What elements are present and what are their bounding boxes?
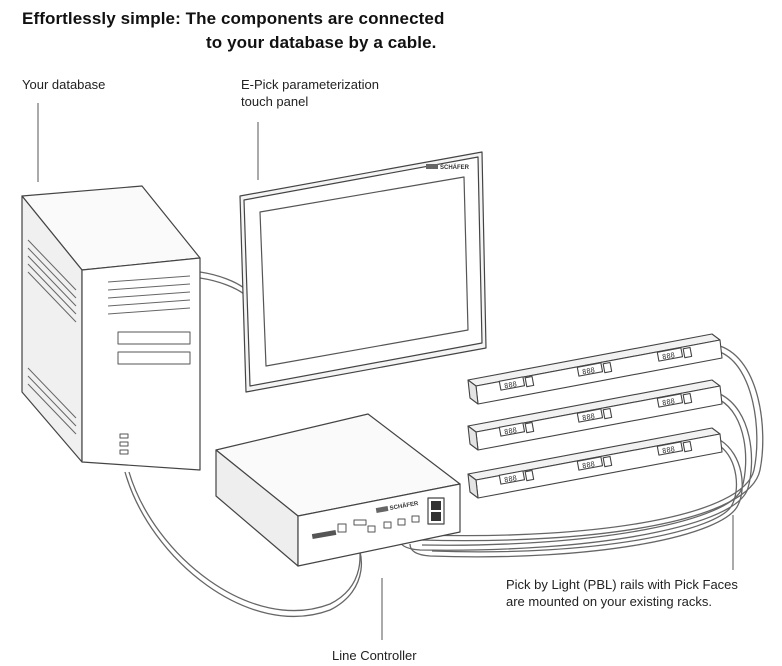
rail-1-end (467, 379, 479, 405)
tower-drive-bay-2 (117, 351, 191, 365)
rail-2-pick-face-2-button (602, 407, 613, 420)
cable-tower-to-panel (199, 271, 245, 289)
rail-1-pick-face-2-button (602, 361, 613, 374)
rail-1-pick-face-3 (656, 347, 684, 362)
tower-leds (119, 433, 129, 455)
rail-2-pick-faces (498, 392, 693, 437)
panel-brand-plate (426, 164, 438, 169)
rail-3-pick-face-2 (576, 456, 604, 471)
controller-port-2 (353, 519, 367, 526)
rail-3-pick-face-3 (656, 441, 684, 456)
pbl-rail-icon (467, 427, 723, 499)
pbl-rails (467, 333, 723, 499)
rail-2-display-3: 888 (662, 397, 676, 407)
rail-3-pick-face-2-button (602, 455, 613, 468)
rail-1-pick-face-3-button (682, 346, 693, 359)
rail-3-display-1: 888 (504, 474, 518, 484)
pbl-rail-icon (467, 379, 723, 451)
rail-display-digits: 888 888 888 888 888 888 888 888 888 (504, 351, 676, 484)
headline-line-1: Effortlessly simple: The components are … (22, 9, 445, 28)
rail-1-display-3: 888 (662, 351, 676, 361)
rail-1-pick-face-2 (576, 362, 604, 377)
controller-brand-plate (375, 505, 389, 513)
rail-3-end (467, 473, 479, 499)
cable-rail-3b (431, 445, 738, 553)
cables (124, 271, 764, 617)
line-controller-icon: SCHÄFER (215, 413, 461, 567)
rail-2-end (467, 425, 479, 451)
leader-lines (37, 103, 734, 640)
cable-tower-to-panel-2 (199, 277, 245, 295)
rail-2-pick-face-1 (498, 422, 526, 437)
tower-drive-bay-1 (117, 331, 191, 345)
rail-3-display-2: 888 (582, 460, 596, 470)
cable-tower-to-controller-2 (128, 471, 361, 612)
pbl-rails-label-line-2: are mounted on your existing racks. (506, 594, 712, 609)
rail-3-pick-face-3-button (682, 440, 693, 453)
panel-screen (259, 176, 469, 367)
rail-1-pick-faces (498, 346, 693, 391)
rail-2-pick-face-3 (656, 393, 684, 408)
controller-port-4 (383, 521, 392, 529)
rail-3-pick-face-1 (498, 470, 526, 485)
database-label: Your database (22, 77, 106, 92)
controller-ports (337, 515, 420, 533)
controller-port-3 (367, 525, 376, 533)
rail-2-display-2: 888 (582, 412, 596, 422)
pbl-rail-icon (467, 333, 723, 405)
touch-panel-label: E-Pick parameterization touch panel (241, 76, 379, 110)
touch-panel-label-line-2: touch panel (241, 94, 309, 109)
cable-rail-1b (421, 351, 758, 537)
touch-panel-label-line-1: E-Pick parameterization (241, 77, 379, 92)
tower-side-vents (27, 239, 77, 435)
rail-3-pick-face-1-button (524, 469, 535, 482)
controller-port-5 (397, 518, 406, 526)
controller-port-6 (411, 515, 420, 523)
rail-2-pick-face-2 (576, 408, 604, 423)
cable-rail-3 (409, 439, 743, 558)
rail-1-display-2: 888 (582, 366, 596, 376)
rail-3-pick-faces (498, 440, 693, 485)
rail-1-pick-face-1-button (524, 375, 535, 388)
controller-front (297, 483, 461, 567)
tower-front-vents (107, 275, 191, 315)
rail-3-display-3: 888 (662, 445, 676, 455)
controller-port-1 (337, 523, 347, 533)
cable-rail-2b (421, 399, 747, 546)
rail-2-pick-face-1-button (524, 421, 535, 434)
touch-panel-icon: SCHÄFER (239, 151, 487, 393)
rail-2-display-1: 888 (504, 426, 518, 436)
cable-tower-to-controller (124, 471, 362, 617)
rail-2-pick-face-3-button (682, 392, 693, 405)
pbl-rails-label: Pick by Light (PBL) rails with Pick Face… (506, 576, 738, 610)
panel-brand-text: SCHÄFER (440, 164, 470, 171)
rail-1-display-1: 888 (504, 380, 518, 390)
controller-power-switch-rocker-top (431, 501, 441, 510)
headline-line-2: to your database by a cable. (206, 33, 437, 52)
pbl-rails-label-line-1: Pick by Light (PBL) rails with Pick Face… (506, 577, 738, 592)
controller-slot (311, 529, 337, 540)
line-controller-label: Line Controller (332, 648, 417, 663)
rail-1-pick-face-1 (498, 376, 526, 391)
controller-power-switch-rocker-bottom (431, 512, 441, 521)
computer-tower-icon (21, 185, 201, 471)
